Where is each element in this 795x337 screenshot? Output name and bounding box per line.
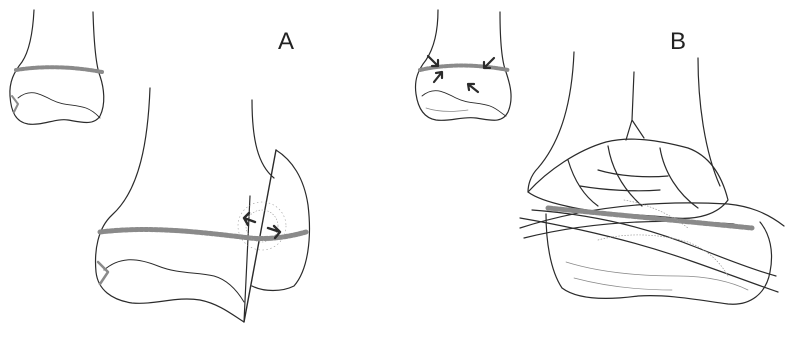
panel-a-label: A: [278, 28, 294, 56]
inset-bone-a: [10, 10, 104, 124]
panel-a-drawing: [0, 0, 380, 337]
panel-b-label: B: [670, 28, 686, 56]
panel-a: A: [0, 0, 380, 337]
main-bone-b: [520, 52, 784, 304]
panel-b: B: [398, 0, 795, 337]
inset-bone-b: [415, 10, 511, 120]
panel-b-drawing: [398, 0, 795, 337]
main-bone-a: [96, 88, 310, 322]
